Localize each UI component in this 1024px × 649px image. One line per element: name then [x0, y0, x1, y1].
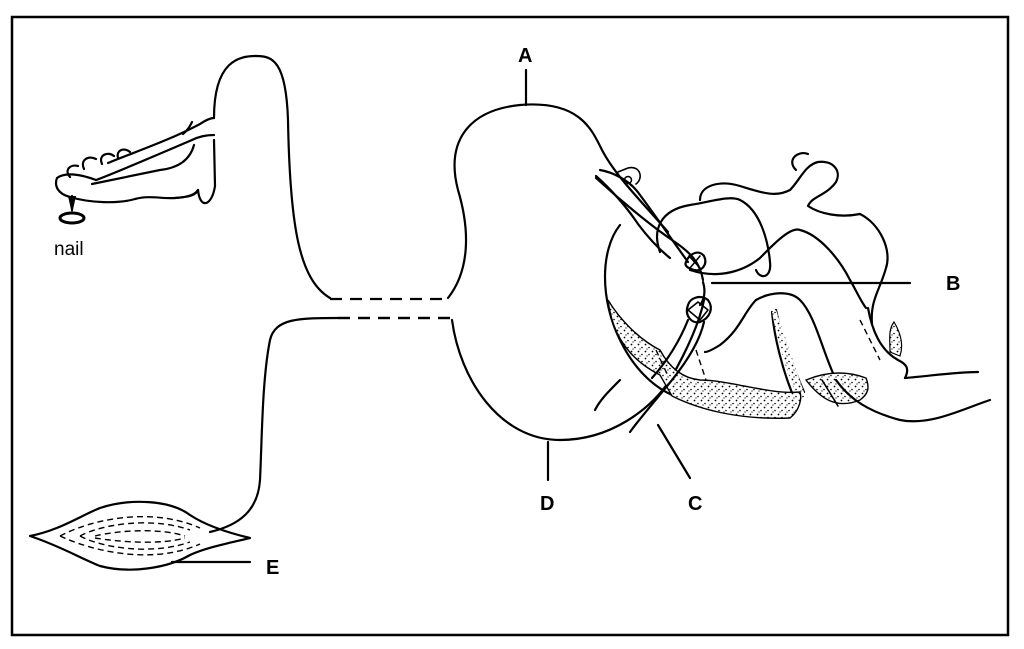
muscle	[28, 500, 252, 571]
toe	[54, 116, 217, 205]
nail-label: nail	[54, 239, 84, 260]
motor-neuron-path	[208, 316, 340, 534]
leader-line-c	[656, 423, 692, 480]
white-matter-stipple-left	[607, 299, 802, 419]
spinal-cord	[593, 152, 992, 423]
white-matter-stipple-right-edge	[889, 320, 903, 357]
label-e: E	[266, 557, 279, 579]
diagram-frame	[10, 15, 1010, 637]
label-b: B	[946, 273, 960, 295]
label-c: C	[688, 493, 702, 515]
neuron-cell-outline	[446, 103, 670, 300]
label-a: A	[518, 45, 532, 67]
neuron-cell-outline-lower	[450, 298, 706, 442]
label-d: D	[540, 493, 554, 515]
nail-icon	[58, 194, 86, 225]
sensory-neuron-path	[212, 54, 332, 300]
interneuron-cells	[594, 176, 712, 434]
white-matter-stipple-right	[804, 372, 869, 405]
